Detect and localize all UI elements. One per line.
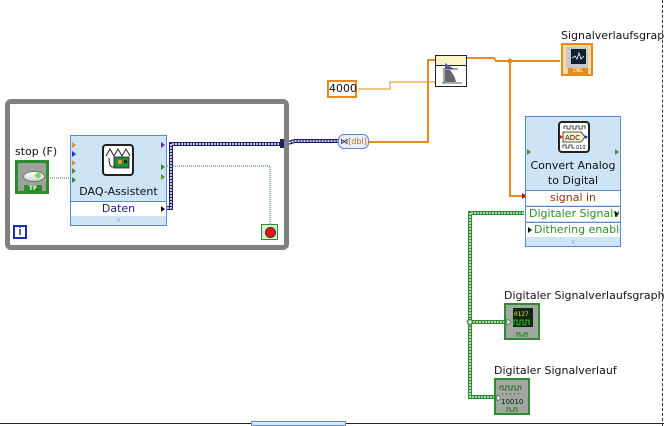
convert-arrow-icon: ⋈ — [340, 137, 349, 146]
input-row-signal-in[interactable]: signal in — [526, 190, 620, 205]
output-terminal[interactable] — [161, 142, 165, 148]
output-terminal[interactable] — [615, 149, 619, 155]
input-terminal[interactable] — [72, 151, 76, 157]
wire-digital[interactable] — [468, 211, 524, 399]
wire-convert-to-peak[interactable] — [368, 59, 436, 143]
graph-icon — [566, 47, 588, 68]
convert-a2d-title-line2: to Digital — [547, 174, 599, 187]
wire-junction-orange — [507, 58, 513, 64]
digital-graph-icon: 0127 — [506, 308, 533, 337]
digital-waveform-label: Digitaler Signalverlauf — [494, 364, 617, 377]
adc-icon: ADC 010 — [558, 121, 590, 153]
peak-node-header — [436, 56, 466, 70]
wire-daq-to-stop[interactable] — [167, 165, 271, 224]
stop-sign-icon — [265, 227, 276, 238]
digital-waveform-terminal[interactable]: 10010 — [494, 378, 530, 415]
stop-condition-terminal[interactable] — [261, 224, 278, 240]
input-row-dithering-enable[interactable]: Dithering enable — [526, 222, 620, 237]
input-terminal[interactable] — [72, 168, 76, 174]
signal-graph-label: Signalverlaufsgraph — [561, 29, 664, 42]
signal-in-arrow — [522, 193, 527, 199]
peak-detection-node[interactable] — [435, 55, 467, 87]
wire-split-to-signal-in[interactable] — [509, 61, 524, 197]
signal-in-label: signal in — [549, 191, 597, 204]
output-terminal[interactable] — [161, 174, 165, 180]
input-terminal[interactable] — [527, 149, 531, 155]
iteration-terminal[interactable]: i — [13, 225, 27, 239]
output-row-digital-signal[interactable]: Digitaler Signalv — [526, 206, 620, 221]
stop-control-terminal[interactable]: TF — [15, 160, 49, 194]
daten-output-terminal[interactable] — [161, 206, 165, 212]
daq-assistant-node[interactable]: DAQ-Assistent Daten ∨ — [70, 135, 167, 226]
wire-junction-green — [466, 318, 474, 326]
window-right-border — [662, 0, 664, 426]
while-loop[interactable] — [5, 99, 289, 250]
digital-graph-label: Digitaler Signalverlaufsgraph — [504, 289, 664, 302]
svg-text:ADC: ADC — [565, 134, 580, 142]
dithering-enable-label: Dithering enable — [534, 223, 620, 236]
svg-text:010: 010 — [576, 145, 586, 151]
input-terminal[interactable] — [72, 177, 76, 183]
convert-a2d-title-line1: Convert Analog — [530, 159, 616, 172]
digital-graph-terminal[interactable]: 0127 — [504, 303, 540, 340]
convert-analog-to-digital-node[interactable]: ADC 010 Convert Analog to Digital signal… — [525, 116, 621, 247]
expand-chevron-icon[interactable]: ∨ — [570, 238, 576, 246]
dbl-icon: [dbl] — [348, 137, 367, 146]
input-terminal[interactable] — [72, 160, 76, 166]
tf-type-badge: TF — [24, 185, 42, 192]
boolean-switch-icon — [23, 171, 45, 182]
daq-output-daten-label: Daten — [101, 202, 136, 215]
digital-output-terminal[interactable] — [615, 211, 619, 217]
svg-text:0127: 0127 — [514, 311, 529, 318]
wire-peak-to-graph[interactable] — [467, 57, 560, 62]
numeric-constant[interactable]: 4000 — [327, 80, 357, 98]
signal-graph-terminal[interactable]: DBL — [561, 43, 593, 76]
dbl-type-badge: DBL — [568, 68, 588, 74]
digital-waveform-icon: 10010 — [496, 385, 523, 412]
wire-4000-to-peak[interactable] — [358, 81, 436, 90]
horizontal-scrollbar-thumb[interactable] — [251, 421, 346, 426]
wire-dynamic-data[interactable] — [167, 139, 338, 210]
input-terminal[interactable] — [72, 142, 76, 148]
svg-text:10010: 10010 — [501, 398, 523, 406]
peak-shape-icon — [442, 68, 462, 84]
dithering-input-terminal[interactable] — [528, 227, 532, 233]
digital-signal-label: Digitaler Signalv — [529, 207, 620, 220]
daq-output-daten[interactable]: Daten — [71, 201, 166, 216]
output-terminal[interactable] — [161, 164, 165, 170]
daq-assistant-title: DAQ-Assistent — [79, 185, 158, 198]
stop-control-label: stop (F) — [15, 145, 58, 158]
expand-chevron-icon[interactable]: ∨ — [115, 216, 122, 224]
daq-card-icon — [102, 144, 134, 176]
boolean-led-icon — [35, 173, 41, 178]
convert-from-dynamic-data-node[interactable]: ⋈[dbl] — [338, 134, 369, 149]
